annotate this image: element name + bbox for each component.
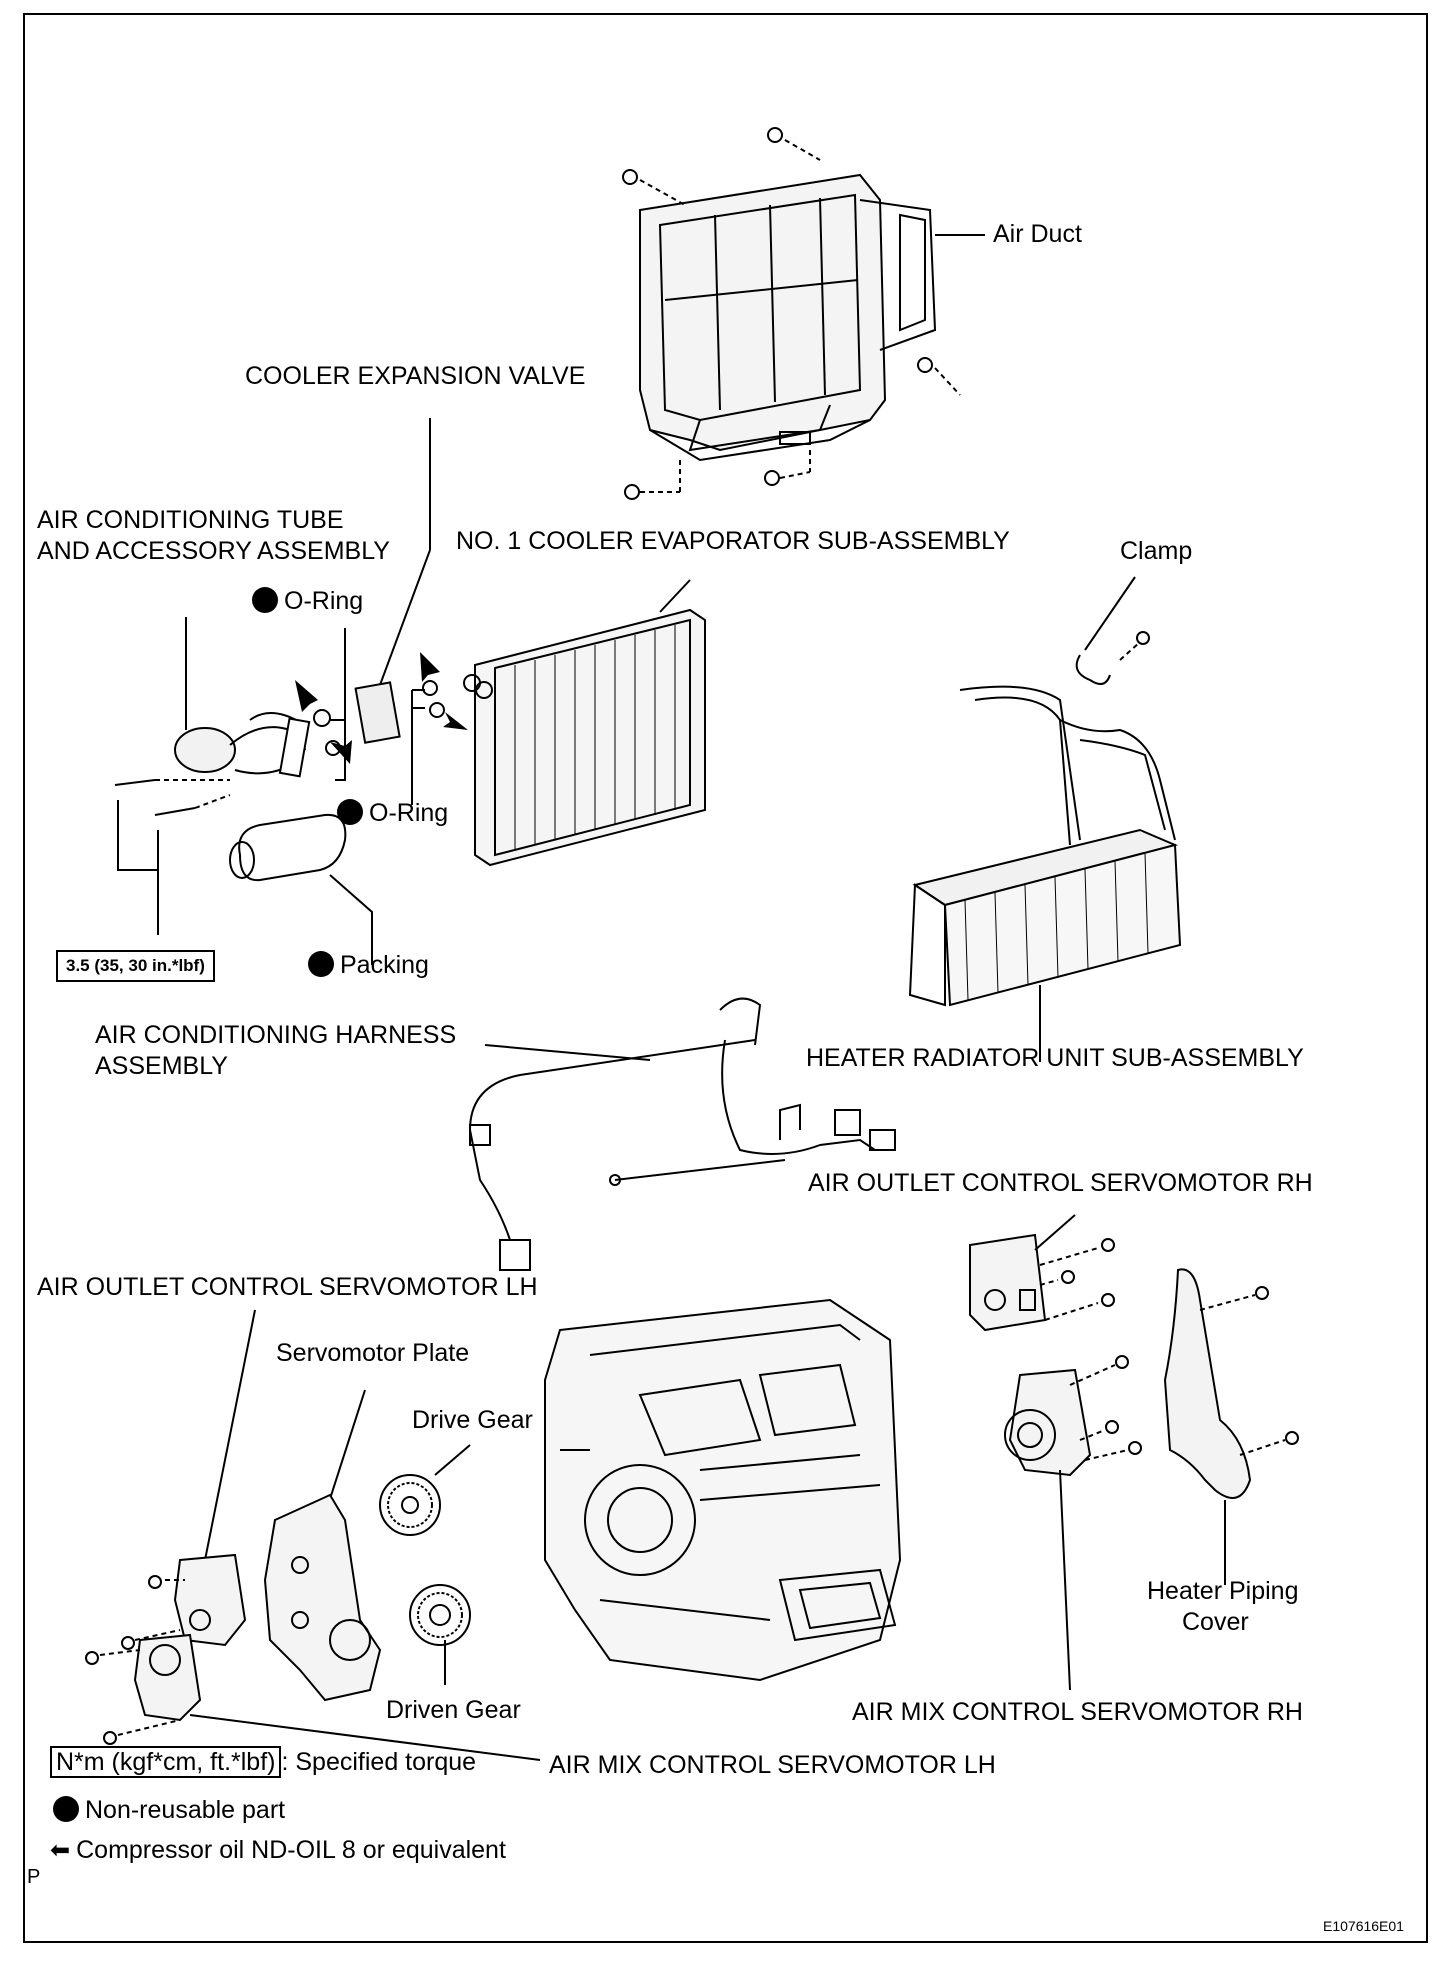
label-ac-tube-line1: AIR CONDITIONING TUBE — [37, 506, 344, 534]
air-duct-screws — [639, 139, 961, 495]
label-servomotor-plate: Servomotor Plate — [276, 1339, 470, 1367]
label-air-duct: Air Duct — [993, 220, 1082, 248]
corner-mark: P — [27, 1866, 41, 1888]
label-heater-radiator: HEATER RADIATOR UNIT SUB-ASSEMBLY — [806, 1044, 1304, 1072]
servo-outlet-lh-leader — [204, 1309, 256, 1561]
heater-cover-screws — [1255, 1286, 1299, 1445]
servo-outlet-rh-screw-lines — [1039, 1247, 1099, 1321]
servo-outlet-lh-screw-lines — [134, 1579, 185, 1641]
legend-non-reusable: Non-reusable part — [53, 1795, 285, 1826]
drive-gear-leader — [434, 1444, 471, 1476]
driven-gear-illustration — [409, 1584, 471, 1646]
harness-leader — [484, 1044, 651, 1061]
air-conditioning-unit-illustration — [544, 1298, 902, 1682]
expansion-valve-illustration — [354, 681, 401, 744]
label-driven-gear: Driven Gear — [386, 1696, 521, 1724]
torque-spec-box: 3.5 (35, 30 in.*lbf) — [56, 950, 215, 982]
screw-extension-lines — [640, 471, 811, 493]
label-clamp: Clamp — [1120, 537, 1193, 565]
non-reusable-dot-icon — [337, 799, 363, 825]
non-reusable-dot-icon — [252, 587, 278, 613]
label-cooler-expansion-valve: COOLER EXPANSION VALVE — [245, 362, 586, 390]
servo-mix-rh-leader — [1059, 1469, 1071, 1691]
label-harness-line1: AIR CONDITIONING HARNESS — [95, 1021, 457, 1049]
air-duct-illustration — [639, 173, 937, 462]
servo-mix-lh-leader — [189, 1714, 541, 1761]
screw-icons — [622, 127, 933, 500]
label-o-ring-bottom: O-Ring — [337, 798, 448, 829]
diagram-frame — [23, 13, 1428, 1943]
label-ac-tube-line2: AND ACCESSORY ASSEMBLY — [37, 537, 390, 565]
packing-illustration — [229, 813, 347, 882]
servo-mix-lh-screw-lines — [99, 1649, 181, 1736]
oil-arrow-icon: ⬅ — [50, 1837, 71, 1864]
ac-tube-bolts — [114, 779, 231, 935]
label-servo-outlet-rh: AIR OUTLET CONTROL SERVOMOTOR RH — [808, 1169, 1313, 1197]
heater-cover-screw-lines — [1199, 1294, 1286, 1456]
evaporator-leader — [659, 579, 691, 613]
label-servo-mix-rh: AIR MIX CONTROL SERVOMOTOR RH — [852, 1698, 1303, 1726]
legend-torque-desc: : Specified torque — [281, 1748, 477, 1776]
servo-mix-rh-screws — [1105, 1355, 1142, 1455]
evaporator-illustration — [463, 608, 706, 867]
expansion-valve-leader-2 — [379, 549, 431, 686]
legend-non-reusable-text: Non-reusable part — [85, 1796, 286, 1824]
o-ring-bottom-text: O-Ring — [369, 799, 449, 827]
heater-piping-cover-illustration — [1163, 1268, 1252, 1499]
o-ring-top-text: O-Ring — [284, 587, 364, 615]
label-drive-gear: Drive Gear — [412, 1406, 533, 1434]
oil-arrow-icons — [295, 652, 468, 764]
servo-mix-rh-screw-lines — [1069, 1364, 1129, 1461]
label-packing: Packing — [308, 950, 429, 981]
clamp-leader — [1084, 576, 1136, 651]
drive-gear-illustration — [379, 1474, 441, 1536]
packing-text: Packing — [340, 951, 429, 979]
servo-mix-rh-illustration — [1004, 1368, 1092, 1477]
label-o-ring-top: O-Ring — [252, 586, 363, 617]
label-evaporator: NO. 1 COOLER EVAPORATOR SUB-ASSEMBLY — [456, 527, 1010, 555]
legend-compressor-oil-text: Compressor oil ND-OIL 8 or equivalent — [76, 1836, 506, 1864]
servo-outlet-lh-illustration — [173, 1553, 247, 1647]
servomotor-plate-illustration — [263, 1493, 382, 1702]
servo-mix-lh-screws — [85, 1651, 117, 1745]
figure-id: E107616E01 — [1323, 1918, 1404, 1934]
non-reusable-dot-icon — [308, 951, 334, 977]
legend-torque-unit: N*m (kgf*cm, ft.*lbf) — [50, 1746, 282, 1778]
servo-outlet-rh-screws — [1061, 1238, 1115, 1307]
servo-outlet-rh-illustration — [969, 1233, 1047, 1332]
label-servo-outlet-lh: AIR OUTLET CONTROL SERVOMOTOR LH — [37, 1273, 538, 1301]
heater-radiator-illustration — [908, 685, 1182, 1007]
legend-compressor-oil: ⬅Compressor oil ND-OIL 8 or equivalent — [50, 1835, 506, 1866]
clamp-illustration — [1075, 631, 1150, 685]
servo-mix-lh-illustration — [133, 1633, 202, 1722]
packing-leader — [329, 874, 373, 965]
non-reusable-dot-icon — [53, 1796, 79, 1822]
label-heater-piping-line1: Heater Piping — [1147, 1577, 1299, 1605]
harness-illustration — [468, 997, 896, 1271]
legend-torque: N*m (kgf*cm, ft.*lbf): Specified torque — [50, 1746, 477, 1778]
label-harness-line2: ASSEMBLY — [95, 1052, 228, 1080]
ac-tube-illustration — [174, 712, 311, 778]
label-heater-piping-line2: Cover — [1182, 1608, 1249, 1636]
servo-outlet-rh-leader — [1034, 1214, 1076, 1251]
label-servo-mix-lh: AIR MIX CONTROL SERVOMOTOR LH — [549, 1751, 996, 1779]
servo-outlet-lh-screws — [121, 1575, 162, 1650]
